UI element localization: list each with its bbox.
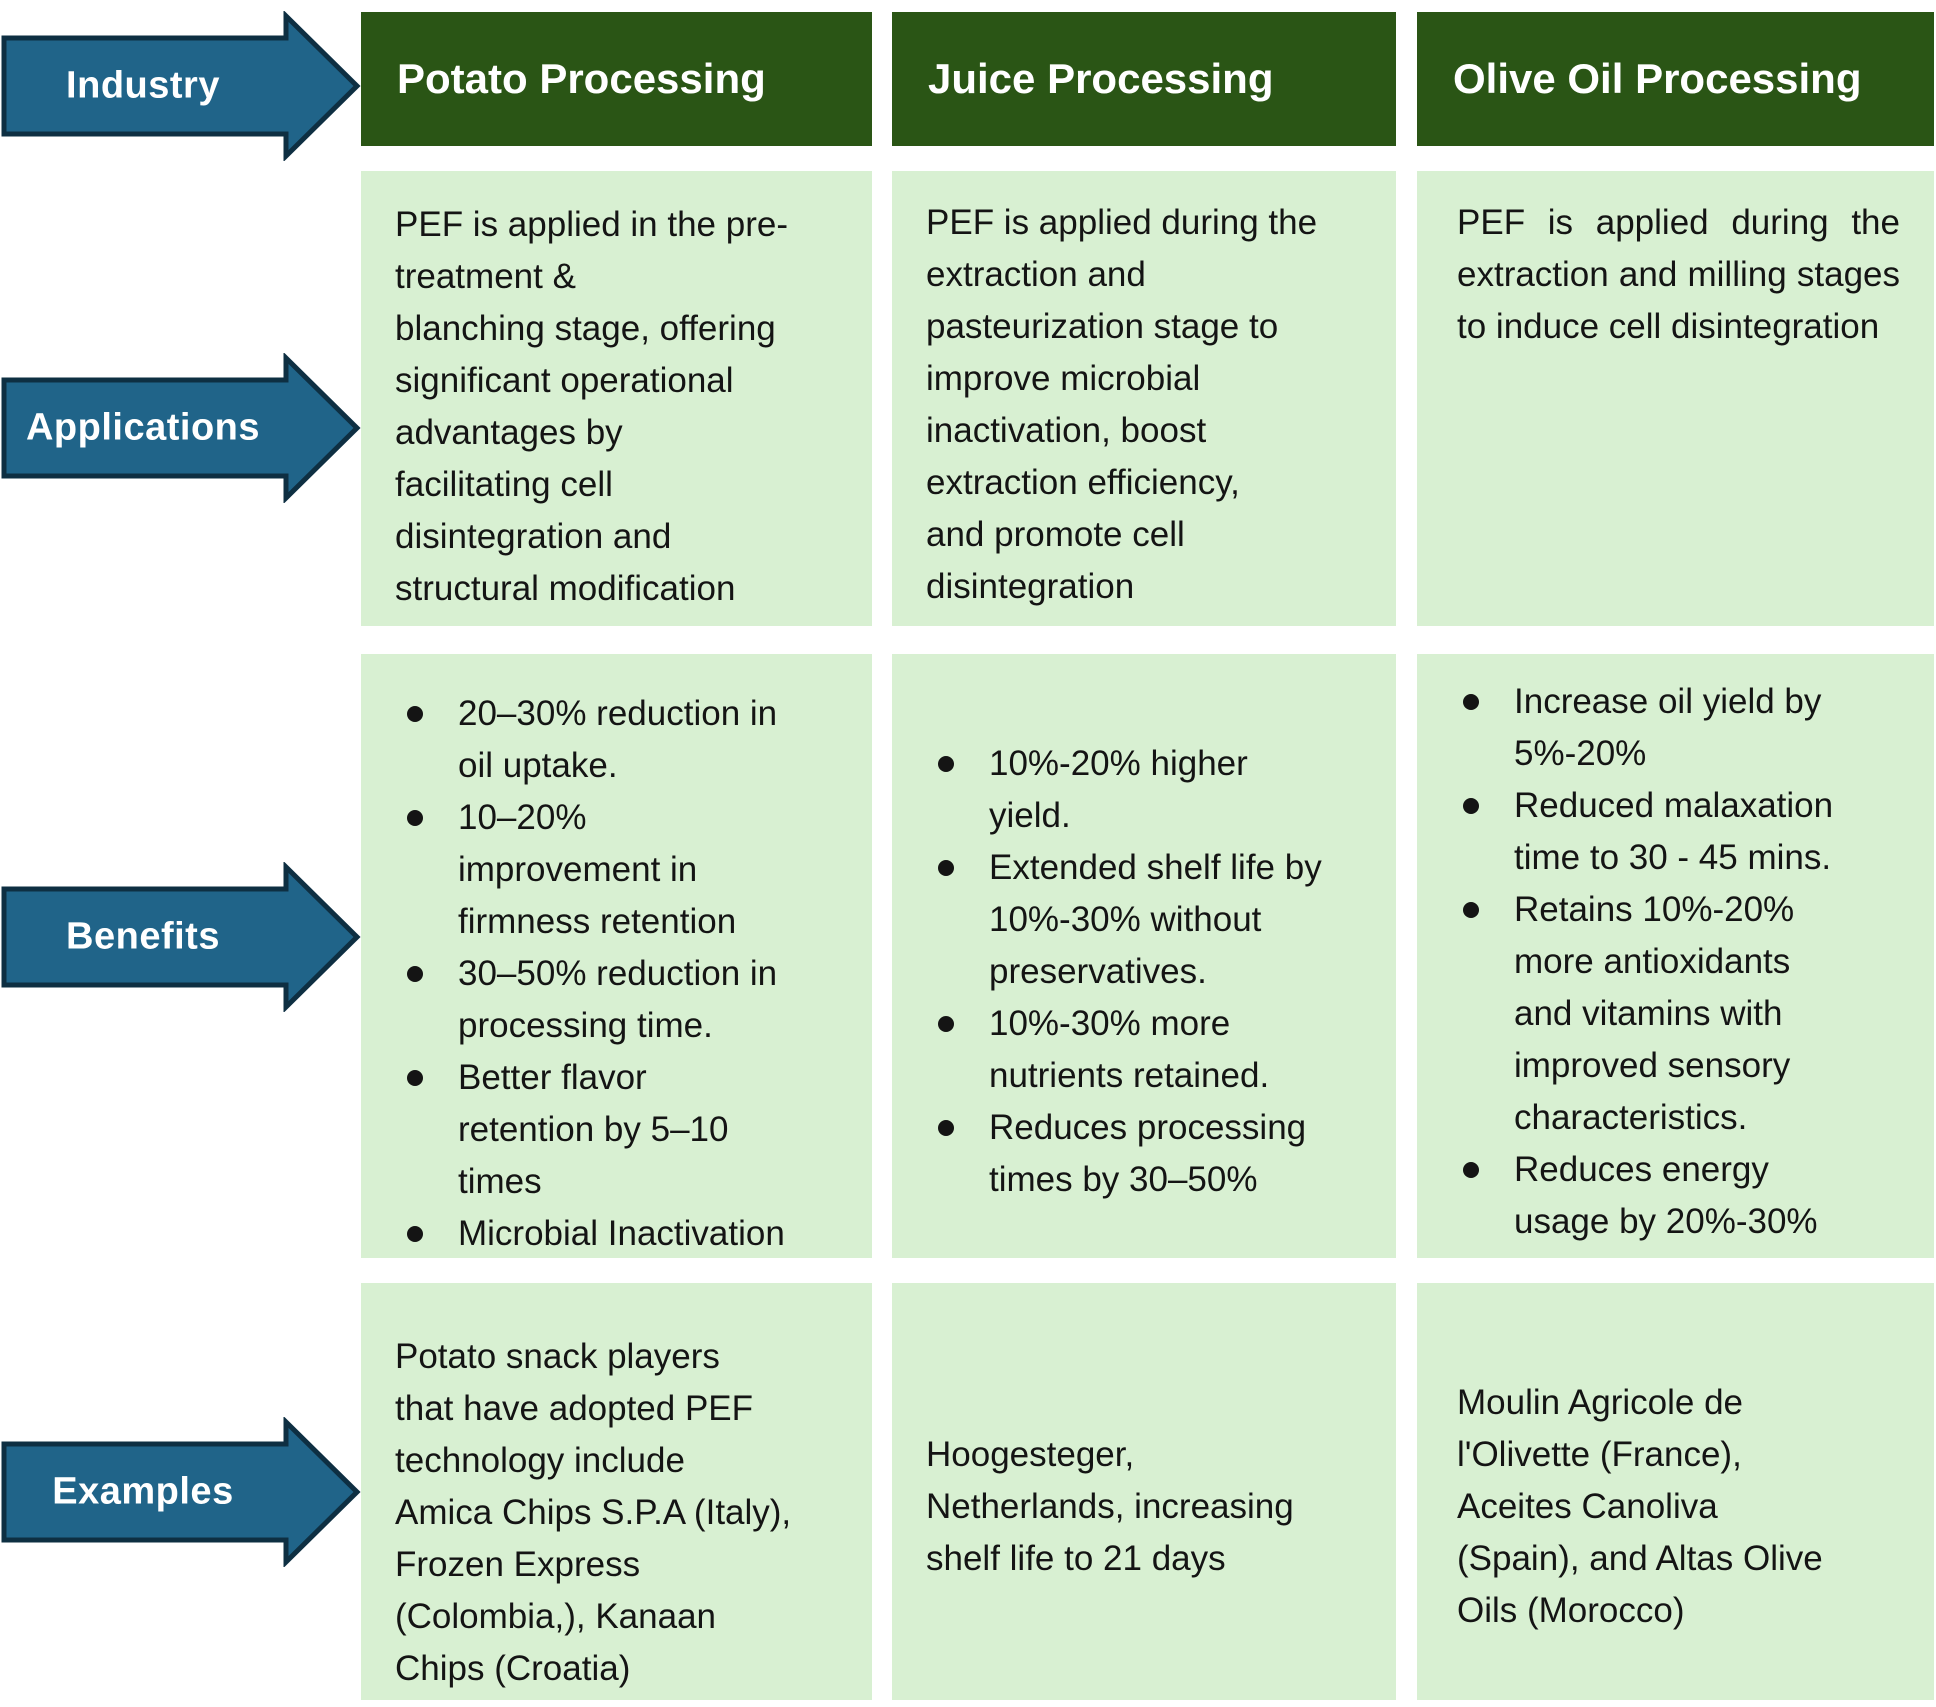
column-header-juice: Juice Processing (892, 12, 1396, 146)
benefit-item: Better flavor retention by 5–10 times (361, 1052, 844, 1208)
benefits-list-juice: 10%-20% higher yield.Extended shelf life… (892, 738, 1368, 1206)
applications-cell-potato: PEF is applied in the pre- treatment & b… (361, 171, 872, 626)
right-arrow-shape (1, 353, 361, 503)
benefit-item: Reduces processing times by 30–50% (892, 1102, 1368, 1206)
benefit-item: Microbial Inactivation (361, 1208, 844, 1260)
benefits-cell-potato: 20–30% reduction in oil uptake.10–20% im… (361, 654, 872, 1258)
industry-row-arrow: Industry (0, 11, 362, 161)
benefits-row-arrow: Benefits (0, 862, 362, 1012)
applications-row-arrow: Applications (0, 353, 362, 503)
industry-row-label: Industry (66, 64, 220, 107)
benefit-item: Retains 10%-20% more antioxidants and vi… (1417, 884, 1906, 1144)
column-header-olive-oil: Olive Oil Processing (1417, 12, 1934, 146)
examples-cell-olive-oil: Moulin Agricole de l'Olivette (France), … (1417, 1283, 1934, 1700)
applications-cell-juice: PEF is applied during the extraction and… (892, 171, 1396, 626)
benefit-item: 30–50% reduction in processing time. (361, 948, 844, 1052)
right-arrow-shape (1, 1417, 361, 1567)
benefits-cell-olive-oil: Increase oil yield by 5%-20%Reduced mala… (1417, 654, 1934, 1258)
examples-cell-juice: Hoogesteger, Netherlands, increasing she… (892, 1283, 1396, 1700)
benefit-item: Reduces energy usage by 20%-30% (1417, 1144, 1906, 1248)
applications-row-label: Applications (25, 406, 261, 449)
applications-cell-olive-oil: PEF is applied during the extraction and… (1417, 171, 1934, 626)
benefit-item: 10–20% improvement in firmness retention (361, 792, 844, 948)
examples-row-arrow: Examples (0, 1417, 362, 1567)
examples-cell-potato: Potato snack players that have adopted P… (361, 1283, 872, 1700)
right-arrow-shape (1, 11, 361, 161)
benefit-item: 10%-20% higher yield. (892, 738, 1368, 842)
benefits-cell-juice: 10%-20% higher yield.Extended shelf life… (892, 654, 1396, 1258)
column-header-potato: Potato Processing (361, 12, 872, 146)
benefits-row-label: Benefits (66, 915, 220, 958)
benefit-item: Reduced malaxation time to 30 - 45 mins. (1417, 780, 1906, 884)
benefit-item: 20–30% reduction in oil uptake. (361, 688, 844, 792)
benefits-list-potato: 20–30% reduction in oil uptake.10–20% im… (361, 688, 844, 1260)
benefit-item: Extended shelf life by 10%-30% without p… (892, 842, 1368, 998)
benefits-list-olive-oil: Increase oil yield by 5%-20%Reduced mala… (1417, 676, 1906, 1248)
benefit-item: Increase oil yield by 5%-20% (1417, 676, 1906, 780)
right-arrow-shape (1, 862, 361, 1012)
examples-row-label: Examples (52, 1470, 234, 1513)
benefit-item: 10%-30% more nutrients retained. (892, 998, 1368, 1102)
